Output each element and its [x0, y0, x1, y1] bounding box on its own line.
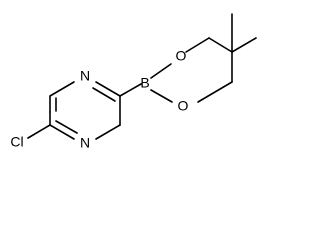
bond-b-o-top	[150, 63, 172, 79]
atom-label-o-top: O	[176, 48, 187, 64]
atom-label-boron: B	[140, 75, 149, 91]
dioxaborinane-ring	[150, 37, 233, 103]
bond-ring-lower-right	[95, 124, 121, 140]
atom-label-n-top: N	[80, 68, 90, 84]
bond-ring-upper-left	[49, 81, 75, 97]
bond-ring-lower-left-double	[55, 120, 78, 134]
chemical-structure-diagram: N N Cl B O O	[10, 13, 257, 151]
bond-c-cl	[27, 124, 51, 139]
atom-label-o-bottom: O	[178, 98, 189, 114]
bond-ring-lower-left	[49, 124, 75, 140]
bond-ring-upper-right-double	[92, 87, 116, 102]
bond-ch2-o-bottom	[197, 81, 233, 103]
bond-o-top-ch2	[185, 37, 210, 53]
bond-methyl-right	[231, 37, 257, 53]
bond-ring-upper-right	[95, 81, 121, 97]
pyrazine-ring	[49, 81, 121, 140]
atom-label-n-bottom: N	[80, 135, 90, 151]
bond-c-b	[119, 83, 142, 97]
bond-ch2-cq-top	[208, 37, 233, 53]
atom-label-cl: Cl	[10, 134, 23, 150]
bond-o-bottom-b	[150, 89, 173, 103]
